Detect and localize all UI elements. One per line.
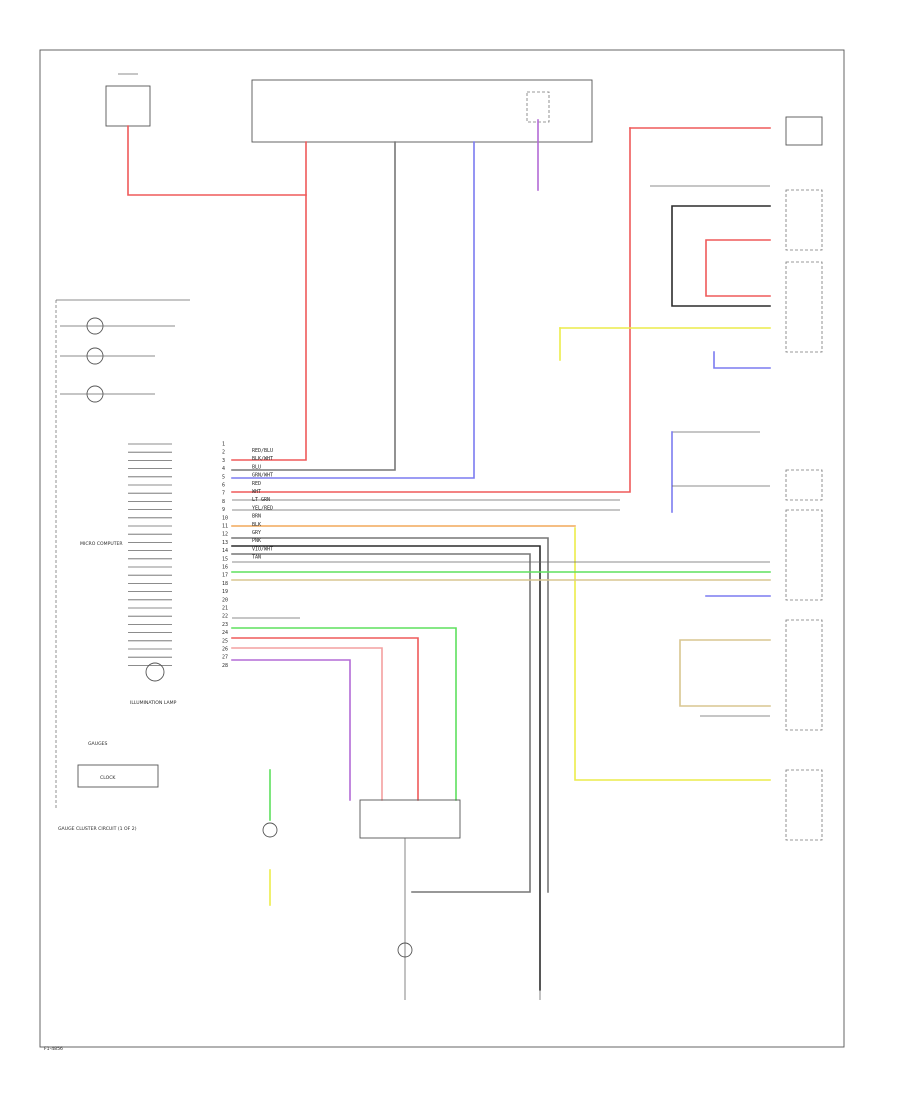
wire-code: BLU [252,464,261,470]
fuse-box-left [105,85,151,127]
pin-number: 24 [222,630,228,636]
pin-number: 27 [222,655,228,661]
pin-number: 9 [222,507,225,513]
pin-number: 22 [222,614,228,620]
pin-number: 8 [222,499,225,505]
wire-blue-main [231,141,475,479]
wire-code: LT GRN [252,497,270,503]
wire-code: BLK/WHT [252,456,273,462]
connector-top-right [785,116,823,146]
clock-box [77,764,159,788]
wire-black-loop [671,205,771,307]
junction-block [251,79,593,143]
illumination-lamp-symbol [145,662,165,682]
module-label: MICRO COMPUTER [80,541,123,547]
clock-label: CLOCK [100,775,116,781]
wire-gray-main [231,141,396,471]
pin-number: 10 [222,515,228,521]
pin-number: 16 [222,565,228,571]
pin-number: 2 [222,450,225,456]
pin-number: 17 [222,573,228,579]
pin-number: 6 [222,483,225,489]
pin-number: 3 [222,458,225,464]
wire-red-loop [705,239,771,297]
wire-red-main [231,141,307,461]
pin-number: 13 [222,540,228,546]
wire-red-right [231,127,631,493]
wire-code: TAN [252,555,261,561]
pin-number: 20 [222,597,228,603]
cluster-title: GAUGES [88,741,108,747]
pin-number: 4 [222,466,225,472]
pin-number: 21 [222,606,228,612]
wire-code: BRN [252,514,261,520]
pin-number: 1 [222,442,225,448]
pin-number: 15 [222,556,228,562]
pin-number: 19 [222,589,228,595]
switch-block [359,799,461,839]
wire-code: YEL/RED [252,505,273,511]
wire-code: VIO/WHT [252,546,273,552]
diagram-frame [39,49,845,1048]
pin-number: 28 [222,663,228,669]
wire-code: WHT [252,489,261,495]
corner-code: F1-4856 [44,1046,63,1052]
pin-number: 26 [222,647,228,653]
pin-number: 23 [222,622,228,628]
pin-number: 5 [222,474,225,480]
footer-label: GAUGE CLUSTER CIRCUIT (1 OF 2) [58,826,137,832]
wire-code: GRY [252,530,261,536]
wire-code-tags: RED/BLU BLK/WHT BLU GRN/WHT RED WHT LT GRN YEL/… [252,448,273,561]
wire-red-fuse [127,125,307,196]
pin-number: 14 [222,548,228,554]
pin-number: 25 [222,638,228,644]
wire-code: RED [252,481,261,487]
wire-code: PNK [252,538,261,544]
pin-number: 11 [222,524,228,530]
illum-lamp-label: ILLUMINATION LAMP [130,700,177,706]
pin-number: 18 [222,581,228,587]
wire-yellow-lower [574,527,771,781]
pin-number: 7 [222,491,225,497]
connector-pin-lines: 1234567891011121314151617181920212223242… [128,442,228,669]
wire-code: BLK [252,522,261,528]
wire-code: RED/BLU [252,448,273,454]
wire-code: GRN/WHT [252,473,273,479]
pin-number: 12 [222,532,228,538]
